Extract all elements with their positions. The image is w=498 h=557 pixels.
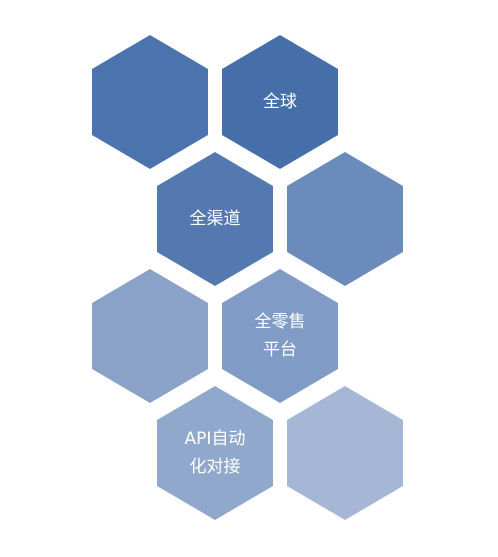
hex-row4-left-shape	[157, 386, 273, 520]
hex-row2-left-label-line: 全渠道	[190, 209, 241, 229]
hex-row2-right-shape	[287, 152, 403, 286]
hex-top-right: 全球	[222, 35, 338, 169]
hex-row2-left-shape	[157, 152, 273, 286]
hex-top-left-shape	[92, 35, 208, 169]
hex-top-right-label-line: 全球	[263, 92, 297, 112]
hex-row4-right	[287, 386, 403, 520]
hex-row4-left-label-line: 化对接	[190, 457, 241, 477]
hex-top-left	[92, 35, 208, 169]
hex-row2-left: 全渠道	[157, 152, 273, 286]
hex-row3-left-shape	[92, 269, 208, 403]
hex-top-right-shape	[222, 35, 338, 169]
hex-row4-right-shape	[287, 386, 403, 520]
hex-row3-right-label-line: 全零售	[255, 312, 306, 332]
hex-row3-right-shape	[222, 269, 338, 403]
hex-row2-right	[287, 152, 403, 286]
hex-row3-right-label-line: 平台	[263, 340, 297, 360]
hex-row4-left-label-line: API自动	[185, 429, 246, 449]
hex-row3-left	[92, 269, 208, 403]
